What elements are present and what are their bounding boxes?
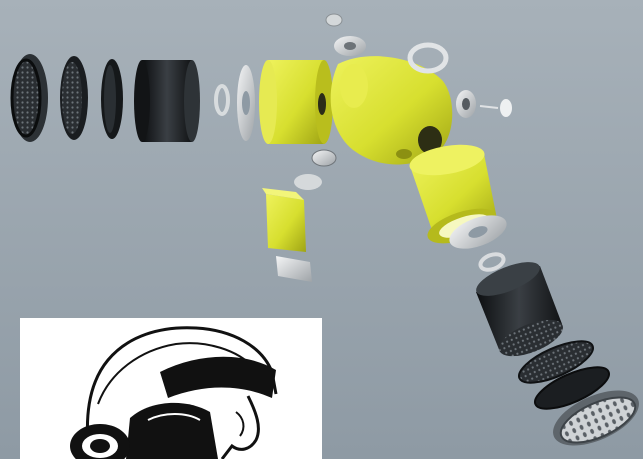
yellow-canister: [259, 60, 333, 144]
black-canister: [134, 60, 200, 142]
yellow-pad: [262, 188, 306, 252]
black-disc: [60, 56, 88, 140]
grey-gasket: [237, 65, 255, 141]
black-filter-cap: [12, 54, 48, 142]
black-disc: [101, 59, 123, 139]
respirator-line-drawing-inset: [20, 318, 322, 459]
